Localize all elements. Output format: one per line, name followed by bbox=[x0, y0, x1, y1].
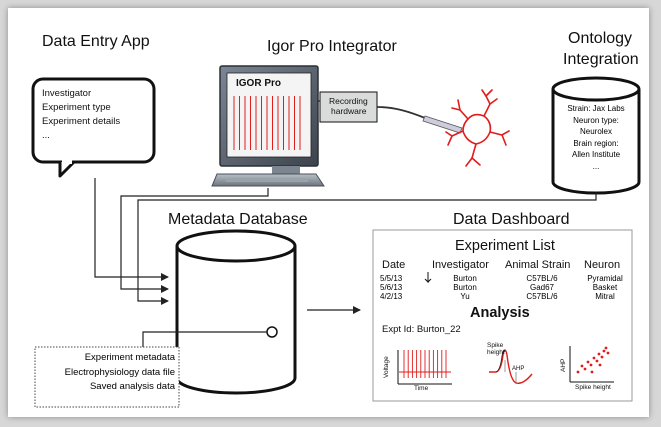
scatter-point bbox=[576, 370, 580, 374]
scatter-point bbox=[583, 367, 587, 371]
analysis-title: Analysis bbox=[470, 305, 530, 321]
scatter-plot bbox=[569, 346, 614, 383]
scatter-ylabel: AHP bbox=[560, 358, 567, 372]
table-cell[interactable]: Basket bbox=[592, 283, 618, 292]
column-header-investigator[interactable]: Investigator bbox=[432, 259, 489, 271]
ontology-item: Strain: Jax Labs bbox=[567, 104, 625, 113]
table-cell[interactable]: 5/5/13 bbox=[380, 274, 403, 283]
sort-cursor-icon bbox=[424, 272, 432, 284]
strain-column: C57BL/6 Gad67 C57BL/6 bbox=[504, 274, 580, 301]
recording-hardware-label: Recording bbox=[329, 96, 368, 106]
ontology-item: Neurolex bbox=[579, 127, 612, 136]
scatter-point bbox=[597, 352, 601, 356]
igor-integrator-title: Igor Pro Integrator bbox=[267, 38, 397, 55]
table-cell[interactable]: 4/2/13 bbox=[380, 292, 403, 301]
data-entry-title: Data Entry App bbox=[42, 33, 150, 50]
computer-icon bbox=[211, 65, 325, 187]
flow-lines bbox=[94, 178, 597, 347]
scatter-point bbox=[586, 360, 590, 364]
voltage-axis-label: Voltage bbox=[383, 356, 390, 378]
table-cell[interactable]: Mitral bbox=[595, 292, 615, 301]
time-axis-label: Time bbox=[414, 385, 429, 392]
data-entry-speech-tail bbox=[58, 160, 76, 178]
ahp-label: AHP bbox=[512, 366, 525, 372]
db-content-item: Experiment metadata bbox=[84, 352, 175, 363]
db-contents-box bbox=[34, 346, 180, 408]
scatter-point bbox=[589, 363, 593, 367]
metadata-db-cylinder bbox=[175, 229, 297, 395]
metadata-db-title: Metadata Database bbox=[168, 211, 308, 228]
table-cell[interactable]: Burton bbox=[453, 274, 477, 283]
scatter-point bbox=[602, 349, 606, 353]
table-cell[interactable]: Gad67 bbox=[529, 283, 555, 292]
ontology-item: Allen Institute bbox=[571, 150, 621, 159]
spike-waveform-plot bbox=[489, 349, 533, 384]
experiment-list-title: Experiment List bbox=[455, 238, 555, 254]
investigator-column: Burton Burton Yu bbox=[432, 274, 498, 301]
data-entry-field: Investigator bbox=[42, 88, 92, 99]
db-content-item: Saved analysis data bbox=[89, 381, 175, 392]
igor-screen-label: IGOR Pro bbox=[236, 78, 282, 89]
recording-hardware-box bbox=[319, 91, 378, 123]
data-entry-box bbox=[31, 77, 156, 164]
data-entry-field: Experiment details bbox=[42, 116, 121, 127]
dashboard-title: Data Dashboard bbox=[453, 211, 570, 228]
spike-height-label-line: height bbox=[487, 349, 505, 356]
scatter-point bbox=[604, 346, 608, 350]
spike-height-label: Spike height bbox=[487, 342, 505, 356]
ontology-item: Neuron type: bbox=[573, 115, 619, 125]
scatter-xlabel: Spike height bbox=[575, 384, 611, 391]
table-cell[interactable]: 5/6/13 bbox=[380, 283, 403, 292]
expt-id-label: Expt Id: Burton_22 bbox=[382, 324, 461, 335]
scatter-point bbox=[595, 359, 599, 363]
column-header-animal-strain[interactable]: Animal Strain bbox=[505, 259, 571, 271]
electrode-wire bbox=[376, 106, 426, 119]
scatter-point bbox=[592, 356, 596, 360]
ontology-item: Brain region: bbox=[573, 138, 619, 148]
scatter-point bbox=[598, 363, 602, 367]
neuron-icon bbox=[445, 89, 510, 167]
table-cell[interactable]: Burton bbox=[453, 283, 477, 292]
ontology-title-line1: Ontology bbox=[568, 30, 633, 47]
column-header-date[interactable]: Date bbox=[382, 259, 406, 271]
ontology-cylinder bbox=[551, 76, 641, 195]
scatter-point bbox=[600, 355, 604, 359]
recording-hardware-label: hardware bbox=[331, 106, 367, 116]
column-header-neuron[interactable]: Neuron bbox=[584, 259, 621, 271]
table-cell[interactable]: Pyramidal bbox=[587, 274, 623, 283]
db-contents-list: Experiment metadata Electrophysiology da… bbox=[36, 351, 175, 395]
date-column: 5/5/13 5/6/13 4/2/13 bbox=[380, 274, 420, 301]
scatter-point bbox=[590, 370, 594, 374]
scatter-point bbox=[580, 364, 584, 368]
table-cell[interactable]: C57BL/6 bbox=[526, 274, 558, 283]
scatter-point bbox=[606, 351, 610, 355]
db-port-icon bbox=[266, 326, 278, 338]
db-content-item: Electrophysiology data file bbox=[64, 366, 175, 378]
ontology-list: Strain: Jax Labs Neuron type: Neurolex B… bbox=[556, 104, 636, 171]
table-cell[interactable]: Yu bbox=[460, 292, 470, 301]
table-cell[interactable]: C57BL/6 bbox=[526, 292, 558, 301]
neuron-column: Pyramidal Basket Mitral bbox=[580, 274, 630, 301]
spike-height-label-line: Spike bbox=[487, 342, 504, 349]
data-entry-field: Experiment type bbox=[42, 102, 111, 113]
pipette-icon bbox=[422, 115, 463, 134]
ontology-item: ... bbox=[592, 161, 600, 171]
igor-traces bbox=[233, 96, 301, 150]
voltage-plot bbox=[397, 350, 452, 385]
ontology-title-line2: Integration bbox=[563, 51, 639, 68]
data-entry-field: ... bbox=[42, 130, 50, 141]
